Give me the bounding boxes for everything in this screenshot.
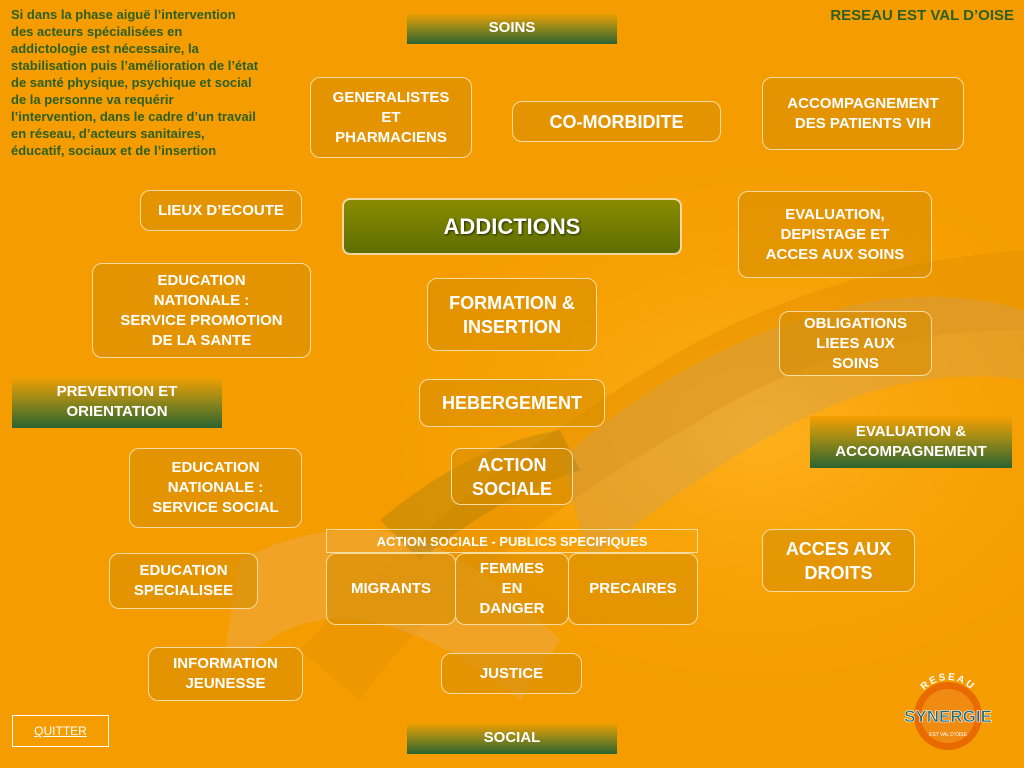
social-service-line-3: SERVICE SOCIAL [152,499,279,516]
node-migrants[interactable]: MIGRANTS [326,553,456,625]
femmes-line-2: EN [501,580,523,597]
evaluation-accompagnement-bar[interactable]: EVALUATION & ACCOMPAGNEMENT [810,416,1012,468]
network-name: RESEAU EST VAL D’OISE [830,7,1014,24]
prevention-line-1: PREVENTION ET [56,383,178,400]
femmes-line-1: FEMMES [479,560,545,577]
node-justice[interactable]: JUSTICE [441,653,582,694]
node-action-sociale[interactable]: ACTION SOCIALE [451,448,573,505]
synergie-logo: RESEAU SYNERGIE EST VAL D’OISE [904,672,992,750]
node-formation-insertion[interactable]: FORMATION & INSERTION [427,278,597,351]
evaluation-line-1: EVALUATION & [855,423,967,440]
social-service-line-1: EDUCATION [171,459,260,476]
node-comorbidite[interactable]: CO-MORBIDITE [512,101,721,142]
droits-line-2: DROITS [804,562,873,583]
promo-line-2: NATIONALE : [153,291,250,309]
formation-line-2: INSERTION [462,316,561,337]
node-hebergement[interactable]: HEBERGEMENT [419,379,605,427]
node-lieux-ecoute[interactable]: LIEUX D’ECOUTE [140,190,302,231]
obligations-line-1: OBLIGATIONS [803,314,908,332]
depistage-line-2: DEPISTAGE ET [780,225,890,243]
promo-line-4: DE LA SANTE [151,331,252,349]
vih-line-2: DES PATIENTS VIH [794,114,932,132]
action-line-1: ACTION [477,454,547,475]
prevention-orientation-bar[interactable]: PREVENTION ET ORIENTATION [12,376,222,428]
femmes-line-3: DANGER [479,600,545,617]
specialisee-line-2: SPECIALISEE [133,582,234,599]
generalistes-line-1: GENERALISTES [332,88,450,106]
prevention-line-2: ORIENTATION [66,403,168,420]
node-education-service-social[interactable]: EDUCATION NATIONALE : SERVICE SOCIAL [129,448,302,528]
jeunesse-line-1: INFORMATION [173,655,278,672]
depistage-line-3: ACCES AUX SOINS [765,245,905,263]
addictions-center[interactable]: ADDICTIONS [342,198,682,255]
promo-line-1: EDUCATION [157,271,246,289]
node-generalistes[interactable]: GENERALISTES ET PHARMACIENS [310,77,472,158]
action-line-2: SOCIALE [471,478,552,499]
node-education-specialisee[interactable]: EDUCATION SPECIALISEE [109,553,258,609]
node-acces-droits[interactable]: ACCES AUX DROITS [762,529,915,592]
droits-line-1: ACCES AUX [785,538,892,559]
evaluation-line-2: ACCOMPAGNEMENT [835,443,987,460]
quit-button[interactable]: QUITTER [12,715,109,747]
soins-bar[interactable]: SOINS [407,12,617,44]
depistage-line-1: EVALUATION, [785,205,885,223]
social-service-line-2: NATIONALE : [167,479,264,496]
generalistes-line-2: ET [381,108,401,126]
logo-sub-text: EST VAL D’OISE [929,732,968,738]
formation-line-1: FORMATION & [449,292,575,313]
intro-text: Si dans la phase aiguë l’intervention de… [11,7,259,158]
promo-line-3: SERVICE PROMOTION [120,311,283,329]
vih-line-1: ACCOMPAGNEMENT [787,94,939,112]
node-accompagnement-vih[interactable]: ACCOMPAGNEMENT DES PATIENTS VIH [762,77,964,150]
node-evaluation-depistage[interactable]: EVALUATION, DEPISTAGE ET ACCES AUX SOINS [738,191,932,278]
social-bar[interactable]: SOCIAL [407,722,617,754]
jeunesse-line-2: JEUNESSE [185,675,266,692]
specialisee-line-1: EDUCATION [139,562,228,579]
publics-specifiques-header: ACTION SOCIALE - PUBLICS SPECIFIQUES [326,529,698,553]
obligations-line-2: LIEES AUX [816,334,895,352]
node-femmes-en-danger[interactable]: FEMMES EN DANGER [455,553,569,625]
logo-main-text: SYNERGIE [904,707,992,726]
node-obligations-soins[interactable]: OBLIGATIONS LIEES AUX SOINS [779,311,932,376]
obligations-line-3: SOINS [832,354,879,372]
node-information-jeunesse[interactable]: INFORMATION JEUNESSE [148,647,303,701]
generalistes-line-3: PHARMACIENS [335,128,447,146]
node-precaires[interactable]: PRECAIRES [568,553,698,625]
node-education-promotion-sante[interactable]: EDUCATION NATIONALE : SERVICE PROMOTION … [92,263,311,358]
